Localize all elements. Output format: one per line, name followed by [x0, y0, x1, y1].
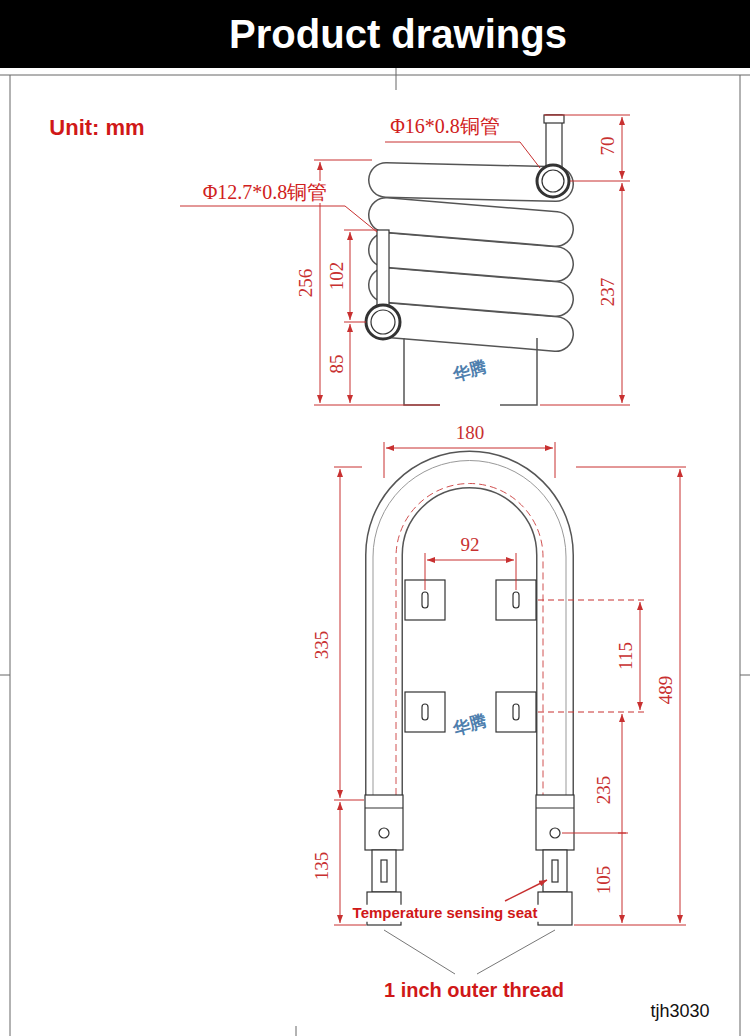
leader-line	[180, 206, 377, 232]
coil-top-view	[373, 461, 566, 796]
coil-top-view	[373, 461, 566, 796]
dimension: 237	[598, 276, 619, 309]
pipe-inlet	[371, 310, 395, 334]
dimension-line	[622, 183, 623, 403]
pointer-arrow	[505, 880, 547, 901]
pipe-fitting	[379, 828, 389, 838]
pipe-inlet	[366, 115, 569, 339]
dimension-line	[427, 560, 514, 561]
coil-top-view	[384, 470, 555, 796]
dimension: 180	[454, 423, 487, 444]
mounting-plate	[496, 692, 536, 732]
bracket-line	[384, 930, 555, 974]
dimension-line	[314, 115, 630, 405]
mounting-plate	[405, 580, 536, 732]
model-number: tjh3030	[648, 1002, 711, 1022]
watermark: 华腾	[449, 358, 491, 386]
leader-line	[180, 142, 540, 232]
pipe-fitting	[365, 807, 403, 808]
dimension: 85	[327, 353, 348, 376]
dimension-line	[350, 232, 351, 320]
header-bar	[0, 0, 750, 68]
coil-top-view	[396, 484, 543, 796]
dimension-line	[618, 833, 626, 834]
coil-side-view	[386, 180, 556, 334]
callout-text: 1 inch outer thread	[382, 979, 566, 1001]
dimension: 135	[312, 850, 333, 883]
coil-top-view	[384, 470, 555, 796]
pipe-fitting	[536, 795, 574, 850]
pipe-fitting	[365, 795, 403, 850]
dimension-line	[384, 442, 555, 590]
pipe-fitting	[550, 828, 560, 838]
coil-side-view	[386, 320, 556, 334]
pipe-fitting	[372, 850, 396, 892]
watermark: 华腾	[449, 712, 491, 740]
coil-side-view	[386, 180, 556, 184]
dimension-line	[340, 469, 341, 798]
dimension-line	[340, 802, 341, 923]
coil-side-view	[386, 285, 556, 299]
dimension-line	[538, 600, 646, 712]
coil-side-view	[386, 250, 556, 264]
dimension: 235	[594, 774, 615, 807]
mounting-plate	[422, 704, 428, 720]
coil-side-view	[386, 250, 556, 264]
pipe-fitting	[552, 860, 558, 882]
dimension-line	[334, 467, 366, 925]
dimension-line	[314, 115, 630, 405]
pipe-inlet	[542, 170, 564, 192]
support-foot	[404, 338, 537, 405]
pipe-fitting	[543, 850, 567, 892]
leader-line	[385, 142, 540, 168]
dimension: 256	[296, 267, 317, 300]
mounting-plate	[405, 692, 445, 732]
dimension-line	[622, 117, 623, 179]
dimension: 489	[656, 674, 677, 707]
pointer-arrow	[505, 880, 547, 901]
pipe-fitting	[538, 892, 572, 925]
pipe-spec: Φ12.7*0.8铜管	[201, 181, 330, 203]
coil-side-view	[386, 285, 556, 299]
page-title: Product drawings	[229, 12, 567, 56]
pipe-fitting	[381, 860, 387, 882]
frame-line	[0, 68, 750, 1036]
dimension: 102	[327, 260, 348, 293]
dimension: 105	[594, 864, 615, 897]
bracket-line	[384, 930, 555, 974]
support-foot	[404, 338, 537, 405]
pipe-inlet	[366, 305, 400, 339]
dimension: 335	[312, 629, 333, 662]
coil-side-view	[386, 215, 556, 229]
pipe-inlet	[377, 230, 389, 306]
dimension-line	[334, 442, 686, 925]
dimension-line	[350, 324, 351, 403]
mounting-plate	[513, 704, 519, 720]
header-bar	[0, 0, 750, 68]
dimension-line	[680, 469, 681, 923]
dimension-line	[562, 467, 686, 925]
pipe-inlet	[544, 115, 564, 123]
coil-side-view	[386, 180, 556, 184]
dimension-line	[386, 448, 553, 449]
callout-text: Temperature sensing seat	[351, 905, 540, 922]
pipe-fitting	[536, 807, 574, 808]
dimension: 92	[459, 535, 482, 556]
dimension: 70	[598, 135, 619, 158]
coil-side-view	[386, 215, 556, 229]
unit-note: Unit: mm	[47, 116, 146, 140]
pipe-spec: Φ16*0.8铜管	[388, 115, 502, 137]
mounting-plate	[422, 592, 428, 608]
dimension: 115	[616, 640, 637, 672]
pipe-inlet	[537, 165, 569, 197]
dimension-line	[622, 714, 623, 923]
dimension-line	[640, 602, 641, 710]
frame-line	[0, 68, 750, 1036]
mounting-plate	[513, 592, 519, 608]
coil-side-view	[386, 320, 556, 334]
